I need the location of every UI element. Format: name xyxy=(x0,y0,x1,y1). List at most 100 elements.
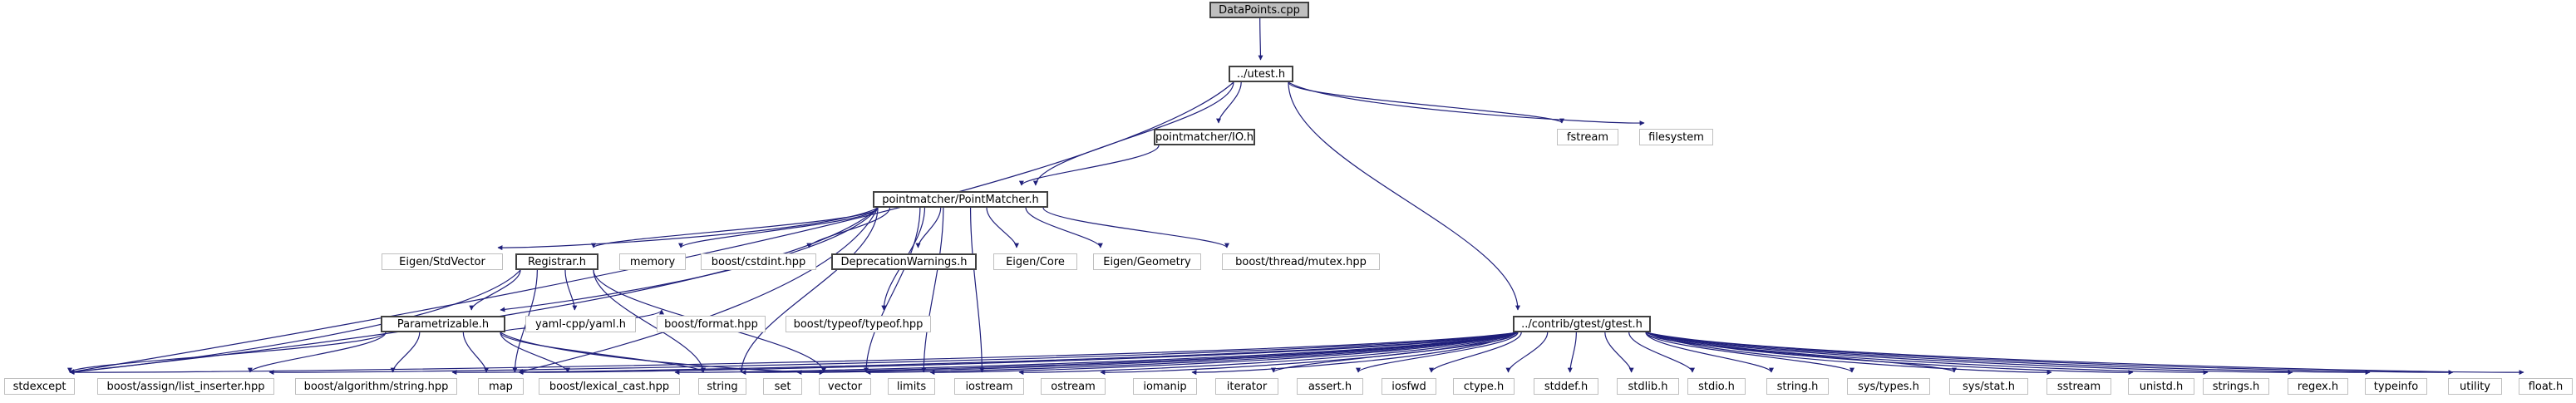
graph-edge xyxy=(1645,332,2134,376)
graph-node-iostream[interactable]: iostream xyxy=(954,378,1024,395)
graph-edge xyxy=(1645,332,2052,376)
graph-edge xyxy=(1429,332,1522,373)
graph-node-label: stdlib.h xyxy=(1628,380,1668,393)
graph-node-label: Eigen/Geometry xyxy=(1103,255,1191,268)
graph-node-label: boost/thread/mutex.hpp xyxy=(1235,255,1367,268)
graph-node-label: boost/lexical_cast.hpp xyxy=(549,380,670,393)
graph-node-contrib-gtest-gtest-h[interactable]: ../contrib/gtest/gtest.h xyxy=(1513,316,1651,332)
graph-node-yaml-cpp-yaml-h[interactable]: yaml-cpp/yaml.h xyxy=(525,316,636,332)
graph-node-stdexcept[interactable]: stdexcept xyxy=(4,378,75,395)
graph-node-label: sstream xyxy=(2056,380,2101,393)
graph-node-stdlib-h[interactable]: stdlib.h xyxy=(1617,378,1679,395)
graph-node-vector[interactable]: vector xyxy=(819,378,871,395)
graph-node-iterator[interactable]: iterator xyxy=(1215,378,1278,395)
graph-edge xyxy=(1645,332,2524,376)
graph-node-assert-h[interactable]: assert.h xyxy=(1297,378,1363,395)
graph-node-sys-types-h[interactable]: sys/types.h xyxy=(1847,378,1930,395)
graph-node-utility[interactable]: utility xyxy=(2448,378,2502,395)
graph-node-label: boost/cstdint.hpp xyxy=(711,255,806,268)
graph-edge xyxy=(1567,332,1577,373)
graph-node-label: sys/stat.h xyxy=(1963,380,2015,393)
graph-edge xyxy=(500,332,706,373)
graph-node-label: stdexcept xyxy=(12,380,66,393)
graph-node-label: yaml-cpp/yaml.h xyxy=(535,317,626,331)
graph-node-eigen-stdvector[interactable]: Eigen/StdVector xyxy=(382,253,503,270)
graph-node-deprecationwarnings-h[interactable]: DeprecationWarnings.h xyxy=(831,253,977,270)
graph-node-stddef-h[interactable]: stddef.h xyxy=(1534,378,1598,395)
graph-node-strings-h[interactable]: strings.h xyxy=(2203,378,2269,395)
graph-edge xyxy=(69,332,1519,376)
graph-edge xyxy=(969,207,985,373)
graph-node-eigen-core[interactable]: Eigen/Core xyxy=(993,253,1077,270)
graph-node-boost-assign-list-inserter-hpp[interactable]: boost/assign/list_inserter.hpp xyxy=(97,378,274,395)
graph-node-iomanip[interactable]: iomanip xyxy=(1133,378,1197,395)
graph-node-ctype-h[interactable]: ctype.h xyxy=(1453,378,1515,395)
graph-node-sys-stat-h[interactable]: sys/stat.h xyxy=(1949,378,2028,395)
graph-node-pointmatcher-pointmatcher-h[interactable]: pointmatcher/PointMatcher.h xyxy=(873,191,1048,208)
graph-edge xyxy=(986,207,1019,248)
graph-node-sstream[interactable]: sstream xyxy=(2047,378,2111,395)
graph-edge xyxy=(1258,17,1263,61)
graph-node-label: stdio.h xyxy=(1698,380,1735,393)
graph-node-label: sys/types.h xyxy=(1858,380,1919,393)
graph-node-set[interactable]: set xyxy=(763,378,802,395)
graph-node-registrar-h[interactable]: Registrar.h xyxy=(515,253,598,270)
graph-edge xyxy=(268,332,1519,376)
graph-node-string[interactable]: string xyxy=(698,378,746,395)
graph-edge xyxy=(591,207,879,248)
graph-edge xyxy=(500,332,825,376)
graph-node-pointmatcher-io-h[interactable]: pointmatcher/IO.h xyxy=(1154,129,1255,145)
graph-node-float-h[interactable]: float.h xyxy=(2519,378,2573,395)
graph-node-label: memory xyxy=(629,255,676,268)
graph-node-map[interactable]: map xyxy=(478,378,524,395)
graph-node-typeinfo[interactable]: typeinfo xyxy=(2365,378,2427,395)
graph-node-label: filesystem xyxy=(1648,130,1704,144)
graph-node-parametrizable-h[interactable]: Parametrizable.h xyxy=(381,316,505,332)
graph-node-label: ctype.h xyxy=(1463,380,1505,393)
graph-node-memory[interactable]: memory xyxy=(619,253,686,270)
graph-node-label: limits xyxy=(896,380,927,393)
graph-edge xyxy=(1018,145,1160,186)
graph-node-stdio-h[interactable]: stdio.h xyxy=(1687,378,1746,395)
graph-node-unistd-h[interactable]: unistd.h xyxy=(2128,378,2194,395)
graph-node-label: ostream xyxy=(1051,380,1096,393)
graph-node-label: boost/assign/list_inserter.hpp xyxy=(106,380,265,393)
graph-edge xyxy=(462,332,490,373)
graph-node-boost-typeof-typeof-hpp[interactable]: boost/typeof/typeof.hpp xyxy=(786,316,931,332)
graph-node-boost-format-hpp[interactable]: boost/format.hpp xyxy=(657,316,766,332)
graph-node-datapoints-cpp[interactable]: DataPoints.cpp xyxy=(1209,2,1309,18)
graph-edge xyxy=(1604,332,1634,373)
graph-node-label: iterator xyxy=(1226,380,1268,393)
graph-node-fstream[interactable]: fstream xyxy=(1557,129,1618,145)
graph-edge xyxy=(69,207,879,375)
graph-node-utest-h[interactable]: ../utest.h xyxy=(1229,66,1293,82)
graph-node-label: string.h xyxy=(1776,380,1819,393)
graph-node-iosfwd[interactable]: iosfwd xyxy=(1382,378,1436,395)
graph-node-label: assert.h xyxy=(1308,380,1352,393)
graph-edge xyxy=(593,269,706,373)
graph-node-label: Parametrizable.h xyxy=(396,317,490,331)
graph-node-ostream[interactable]: ostream xyxy=(1041,378,1106,395)
graph-node-label: boost/algorithm/string.hpp xyxy=(303,380,449,393)
graph-node-boost-cstdint-hpp[interactable]: boost/cstdint.hpp xyxy=(701,253,816,270)
graph-edge xyxy=(1216,81,1242,124)
graph-node-regex-h[interactable]: regex.h xyxy=(2288,378,2348,395)
graph-node-label: iomanip xyxy=(1143,380,1187,393)
graph-node-label: pointmatcher/PointMatcher.h xyxy=(882,193,1039,206)
graph-edge xyxy=(1042,207,1229,248)
graph-node-label: float.h xyxy=(2528,380,2564,393)
graph-edge xyxy=(1645,332,1854,373)
graph-node-eigen-geometry[interactable]: Eigen/Geometry xyxy=(1093,253,1201,270)
graph-node-filesystem[interactable]: filesystem xyxy=(1639,129,1713,145)
graph-edge xyxy=(929,332,1519,376)
graph-node-label: boost/typeof/typeof.hpp xyxy=(793,317,924,331)
graph-node-label: stddef.h xyxy=(1544,380,1588,393)
graph-node-boost-lexical-cast-hpp[interactable]: boost/lexical_cast.hpp xyxy=(539,378,680,395)
graph-node-label: iostream xyxy=(965,380,1013,393)
graph-node-boost-thread-mutex-hpp[interactable]: boost/thread/mutex.hpp xyxy=(1222,253,1380,270)
graph-node-string-h[interactable]: string.h xyxy=(1766,378,1829,395)
graph-node-limits[interactable]: limits xyxy=(888,378,935,395)
graph-node-boost-algorithm-string-hpp[interactable]: boost/algorithm/string.hpp xyxy=(295,378,457,395)
